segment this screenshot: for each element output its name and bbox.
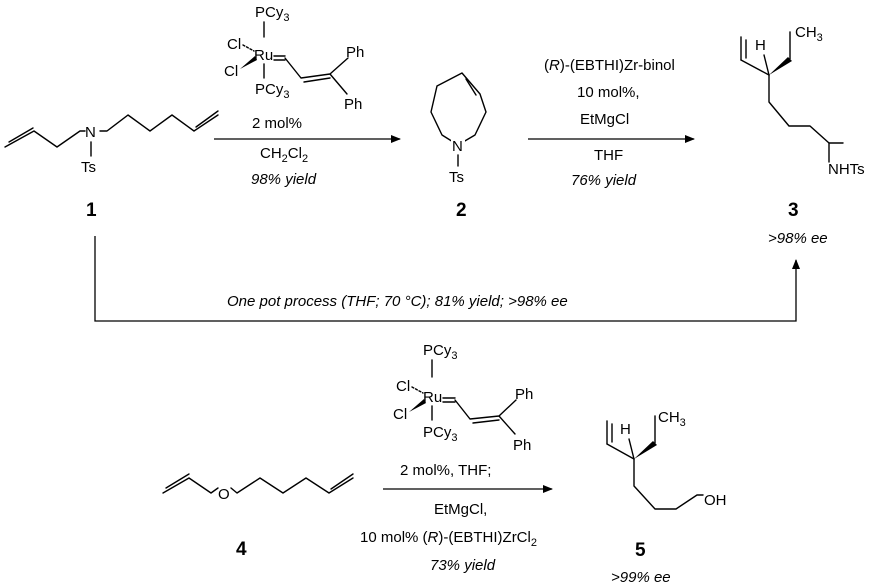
compound-5-number: 5 (635, 540, 646, 561)
compound-3-methyl: CH3 (795, 24, 823, 44)
catalyst-bottom-pcy3-lower: PCy3 (423, 424, 457, 444)
step3-line1: 2 mol%, THF; (400, 462, 491, 479)
step2-yield: 76% yield (571, 172, 637, 189)
catalyst-top-pcy3-lower: PCy3 (255, 81, 289, 101)
compound-1-ts: Ts (81, 159, 96, 176)
compound-5-vinyl-bond (606, 443, 635, 460)
compound-2-ring-double-bond (465, 78, 477, 96)
step2-catalyst: (R)-(EBTHI)Zr-binol (544, 57, 675, 74)
compound-1-bonds (4, 130, 86, 148)
catalyst-bottom-vinylidene (454, 399, 517, 420)
compound-5: H CH3 OH 5 >99% ee (606, 409, 727, 583)
catalyst-bottom-ph-bond-b (498, 415, 516, 435)
step2-reagent: EtMgCl (580, 111, 629, 128)
compound-1-pentenyl-chain (99, 114, 219, 132)
catalyst-top-phenyl-a: Ph (346, 44, 364, 61)
compound-4-allyl (162, 477, 219, 494)
step1-yield: 98% yield (251, 171, 317, 188)
catalyst-bottom-hashed-bond (411, 386, 424, 394)
catalyst-top-pcy3-upper: PCy3 (255, 4, 289, 24)
compound-5-methyl: CH3 (658, 409, 686, 429)
step2-solvent: THF (594, 147, 623, 164)
compound-3-propyl-chain (768, 74, 844, 144)
compound-3-nhts: NHTs (828, 161, 865, 178)
step3-line2: EtMgCl, (434, 501, 487, 518)
catalyst-top-chloride-b: Cl (224, 63, 238, 80)
step1-loading: 2 mol% (252, 115, 302, 132)
compound-4-oxygen: O (218, 486, 230, 503)
compound-2-n-mask (451, 136, 465, 152)
catalyst-bottom-phenyl-a: Ph (515, 386, 533, 403)
catalyst-top-ruthenium: Ru (254, 47, 273, 64)
compound-5-hydroxyl: OH (704, 492, 727, 509)
step3-yield: 73% yield (430, 557, 496, 574)
one-pot-path: One pot process (THF; 70 °C); 81% yield;… (94, 236, 800, 322)
compound-1-vinyl-double-bond (8, 127, 34, 143)
catalyst-top-vinylidene (284, 57, 349, 79)
compound-2-number: 2 (456, 200, 467, 221)
compound-2-ts: Ts (449, 169, 464, 186)
compound-1-terminal-double-bond (195, 110, 219, 128)
compound-4-number: 4 (236, 539, 247, 560)
catalyst-top-alkene-inner (303, 77, 331, 83)
compound-5-h-bond (628, 438, 635, 460)
step3-line3: 10 mol% (R)-(EBTHI)ZrCl2 (360, 529, 537, 549)
step-3: 2 mol%, THF; EtMgCl, 10 mol% (R)-(EBTHI)… (360, 462, 553, 574)
compound-1: N Ts 1 (4, 110, 219, 221)
one-pot-label: One pot process (THF; 70 °C); 81% yield;… (227, 293, 568, 310)
catalyst-bottom-chloride-a: Cl (396, 378, 410, 395)
compound-1-nitrogen: N (85, 124, 96, 141)
compound-4-allyl-double (165, 473, 190, 489)
compound-3-vinyl-bond (740, 59, 770, 76)
compound-4: O 4 (162, 473, 354, 560)
compound-2-ring (430, 72, 487, 146)
compound-2-nitrogen: N (452, 138, 463, 155)
catalyst-top-wedge-bond (240, 56, 257, 69)
compound-5-propyl-chain (633, 458, 704, 510)
compound-3-h-bond (763, 54, 770, 76)
catalyst-bottom-ruthenium: Ru (423, 389, 442, 406)
step-1: 2 mol% CH2Cl2 98% yield (214, 115, 401, 188)
compound-4-pentenyl (230, 477, 354, 494)
one-pot-arrow (94, 236, 800, 322)
compound-4-terminal-double (330, 473, 354, 490)
catalyst-bottom-wedge-bond (409, 399, 426, 412)
grubbs-catalyst-top: PCy3 Cl Cl Ru PCy3 Ph Ph (224, 4, 364, 113)
compound-3-number: 3 (788, 200, 799, 221)
catalyst-top-chloride-a: Cl (227, 36, 241, 53)
step1-solvent: CH2Cl2 (260, 145, 308, 165)
catalyst-top-ph-bond-b (329, 73, 348, 95)
catalyst-bottom-phenyl-b: Ph (513, 437, 531, 454)
compound-5-hydrogen: H (620, 421, 631, 438)
compound-3-hydrogen: H (755, 37, 766, 54)
step2-loading: 10 mol%, (577, 84, 640, 101)
compound-3-ethyl-wedge (769, 57, 792, 75)
compound-2: N Ts 2 (430, 72, 487, 221)
catalyst-top-hashed-bond (242, 44, 255, 52)
catalyst-bottom-alkene-inner (472, 419, 500, 424)
compound-3: H CH3 NHTs 3 >98% ee (740, 24, 865, 247)
compound-5-ee: >99% ee (611, 569, 671, 583)
compound-1-number: 1 (86, 200, 97, 221)
compound-5-ethyl-wedge (634, 441, 657, 459)
step-2: (R)-(EBTHI)Zr-binol 10 mol%, EtMgCl THF … (528, 57, 695, 189)
catalyst-bottom-pcy3-upper: PCy3 (423, 342, 457, 362)
compound-3-ee: >98% ee (768, 230, 828, 247)
grubbs-catalyst-bottom: PCy3 Cl Cl Ru PCy3 Ph Ph (393, 342, 533, 454)
catalyst-bottom-chloride-b: Cl (393, 406, 407, 423)
catalyst-top-phenyl-b: Ph (344, 96, 362, 113)
